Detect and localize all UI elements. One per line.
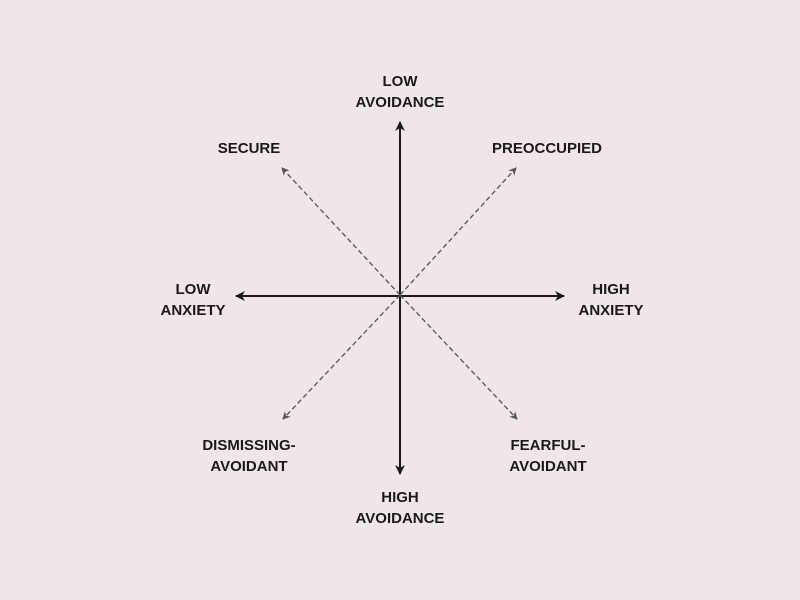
label-high-avoidance: HIGH AVOIDANCE: [355, 489, 445, 527]
label-low-avoidance: LOW AVOIDANCE: [355, 73, 445, 111]
label-low-anxiety: LOW ANXIETY: [160, 281, 226, 319]
dashed-arrow-dismissing-avoidant: [282, 294, 401, 420]
label-secure: SECURE: [217, 140, 281, 157]
dashed-arrow-secure: [281, 167, 401, 296]
label-high-anxiety: HIGH ANXIETY: [578, 281, 644, 319]
label-preoccupied: PREOCCUPIED: [491, 140, 603, 157]
dashed-arrow-preoccupied: [399, 167, 517, 296]
dashed-arrow-fearful-avoidant: [399, 294, 518, 420]
label-fearful-avoidant: FEARFUL- AVOIDANT: [509, 437, 587, 475]
label-dismissing-avoidant: DISMISSING- AVOIDANT: [202, 437, 296, 475]
